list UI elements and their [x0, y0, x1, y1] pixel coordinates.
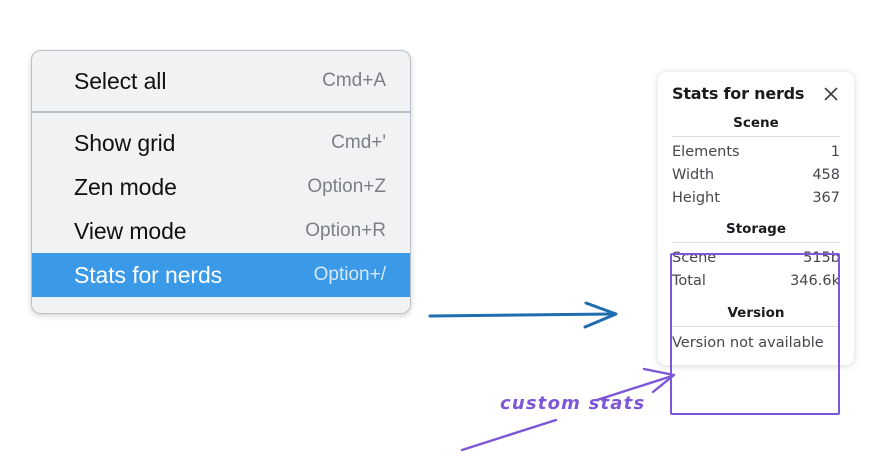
menu-item-show-grid[interactable]: Show grid Cmd+': [32, 121, 410, 165]
menu-item-stats-for-nerds[interactable]: Stats for nerds Option+/: [32, 253, 410, 297]
menu-item-select-all[interactable]: Select all Cmd+A: [32, 59, 410, 103]
section-divider: [672, 241, 840, 243]
stat-value: 367: [812, 189, 840, 206]
menu-item-view-mode[interactable]: View mode Option+R: [32, 209, 410, 253]
stat-label: Scene: [672, 249, 717, 266]
section-title: Version: [727, 304, 785, 321]
menu-item-shortcut: Option+Z: [307, 176, 386, 197]
stat-value: 1: [830, 144, 840, 160]
menu-item-shortcut: Option+R: [305, 220, 386, 241]
stat-label: Width: [672, 166, 715, 183]
stat-value: 515b: [803, 249, 840, 266]
section-title: Storage: [725, 220, 787, 237]
section-scene: Scene Elements 1 Width 458 Height 367: [658, 112, 854, 210]
panel-header: Stats for nerds: [658, 84, 854, 103]
menu-footer: [32, 297, 410, 313]
stat-value: 458: [812, 166, 840, 183]
custom-stats-annotation-label: custom stats: [500, 393, 646, 414]
stat-row: Height 367: [672, 187, 840, 210]
panel-title: Stats for nerds: [672, 84, 805, 103]
menu-item-zen-mode[interactable]: Zen mode Option+Z: [32, 165, 410, 209]
version-text: Version not available: [672, 334, 824, 351]
section-version: Version Version not available: [658, 293, 854, 355]
menu-group-2: Show grid Cmd+' Zen mode Option+Z View m…: [32, 113, 410, 297]
stat-value: 346.6k: [790, 272, 840, 289]
menu-item-label: Select all: [74, 67, 167, 94]
stat-row: Elements 1: [672, 141, 840, 164]
blue-arrow: [428, 301, 618, 329]
menu-item-label: Stats for nerds: [74, 261, 223, 288]
stats-for-nerds-panel[interactable]: Stats for nerds Scene Elements 1 Width 4…: [658, 72, 854, 365]
stat-label: Total: [672, 272, 706, 289]
section-storage: Storage Scene 515b Total 346.6k: [658, 210, 854, 293]
menu-item-shortcut: Option+/: [313, 264, 386, 285]
menu-item-label: Show grid: [74, 129, 176, 156]
stat-label: Elements: [672, 144, 740, 160]
stat-row: Width 458: [672, 164, 840, 187]
section-title: Scene: [733, 115, 779, 131]
stat-row: Scene 515b: [672, 247, 840, 270]
stat-label: Height: [672, 189, 720, 206]
purple-underline-stroke: [460, 418, 558, 452]
menu-item-shortcut: Cmd+A: [322, 70, 386, 91]
close-icon[interactable]: [822, 85, 840, 103]
menu-group-1: Select all Cmd+A: [32, 51, 410, 113]
menu-item-label: View mode: [74, 217, 187, 244]
stat-row: Total 346.6k: [672, 270, 840, 293]
context-menu[interactable]: Select all Cmd+A Show grid Cmd+' Zen mod…: [31, 50, 411, 314]
menu-item-shortcut: Cmd+': [331, 132, 386, 153]
section-divider: [672, 325, 840, 327]
section-divider: [672, 136, 840, 137]
menu-item-label: Zen mode: [74, 173, 177, 200]
